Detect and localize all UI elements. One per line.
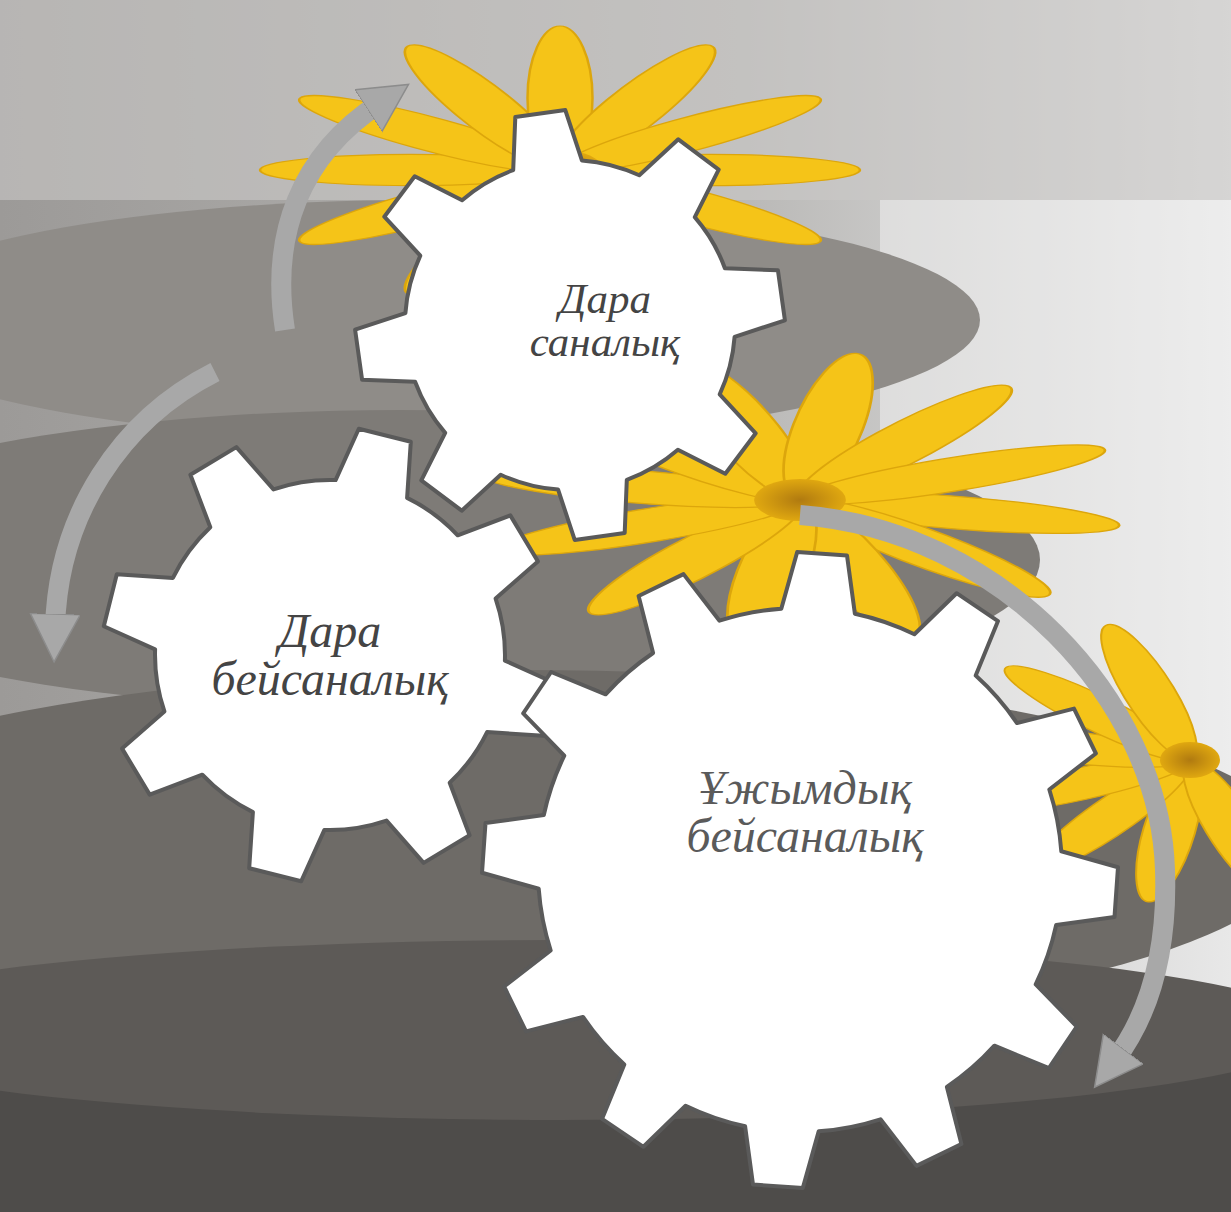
gear-node: Ұжымдық бейсаналық [476,546,1124,1194]
gear-label: Дара бейсаналық [180,607,480,703]
gear-text-box: Дара бейсаналық [180,515,480,795]
gear-outline [355,110,785,540]
gear-text-box: Ұжымдық бейсаналық [625,602,985,1021]
flower-center [1160,742,1220,778]
gear-label: Ұжымдық бейсаналық [625,764,985,860]
gear-node: Дара бейсаналық [96,421,564,889]
gear-label: Дара саналық [485,277,725,363]
gear-node: Дара саналық [349,104,791,546]
rotation-arrow [281,103,380,330]
gear-shape [476,546,1124,1194]
gear-outline [482,552,1118,1188]
gear-text-box: Дара саналық [485,188,725,452]
gear-outline [104,429,556,881]
